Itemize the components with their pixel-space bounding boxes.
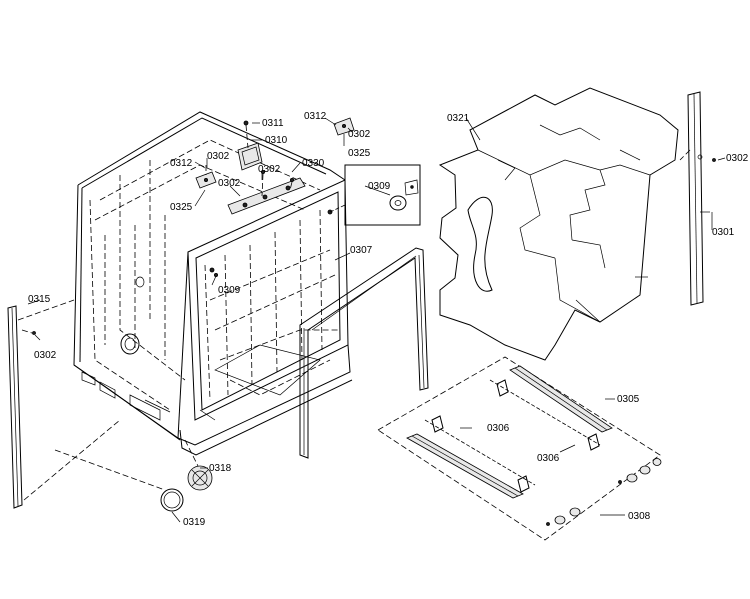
label-0325-top: 0325 [348, 148, 371, 159]
side-strip-left [7, 305, 36, 509]
label-0319: 0319 [183, 517, 206, 528]
dashed-leaders [17, 149, 691, 501]
label-0301: 0301 [712, 227, 735, 238]
small-bracket-top [333, 117, 355, 136]
label-0306-right: 0306 [537, 453, 560, 464]
label-0309-top: 0309 [368, 181, 391, 192]
label-0310: 0310 [265, 135, 288, 146]
label-0309-mid: 0309 [218, 285, 241, 296]
door-seal [299, 247, 429, 459]
label-0302-center: 0302 [218, 178, 241, 189]
label-0312-left: 0312 [170, 158, 193, 169]
side-strip-right [687, 91, 716, 306]
detail-box-0309 [329, 164, 421, 226]
label-0302-center2: 0302 [258, 164, 281, 175]
label-0315: 0315 [28, 294, 51, 305]
tub-assembly [73, 111, 353, 456]
rail-assembly [377, 356, 662, 541]
label-0306-left: 0306 [487, 423, 510, 434]
insulation-blanket [438, 87, 679, 361]
callout-labels: 0311 0310 0312 0302 0325 0302 0302 0330 … [28, 111, 749, 528]
label-0302-right: 0302 [726, 153, 749, 164]
label-0311: 0311 [262, 118, 284, 129]
label-0308: 0308 [628, 511, 651, 522]
label-0307: 0307 [350, 245, 373, 256]
small-bracket-left [195, 165, 217, 189]
label-0302-left-top: 0302 [207, 151, 230, 162]
label-0318: 0318 [209, 463, 232, 474]
label-0325-left: 0325 [170, 202, 193, 213]
label-0302-top-mid: 0302 [348, 129, 371, 140]
label-0305: 0305 [617, 394, 640, 405]
label-0330: 0330 [302, 158, 325, 169]
label-0302-left-edge: 0302 [34, 350, 57, 361]
callout-leaders [27, 117, 726, 523]
label-0321: 0321 [447, 113, 470, 124]
label-0312-top: 0312 [304, 111, 327, 122]
hinge-bracket [237, 120, 263, 171]
roller-set [546, 458, 662, 526]
sump-parts [54, 439, 213, 512]
